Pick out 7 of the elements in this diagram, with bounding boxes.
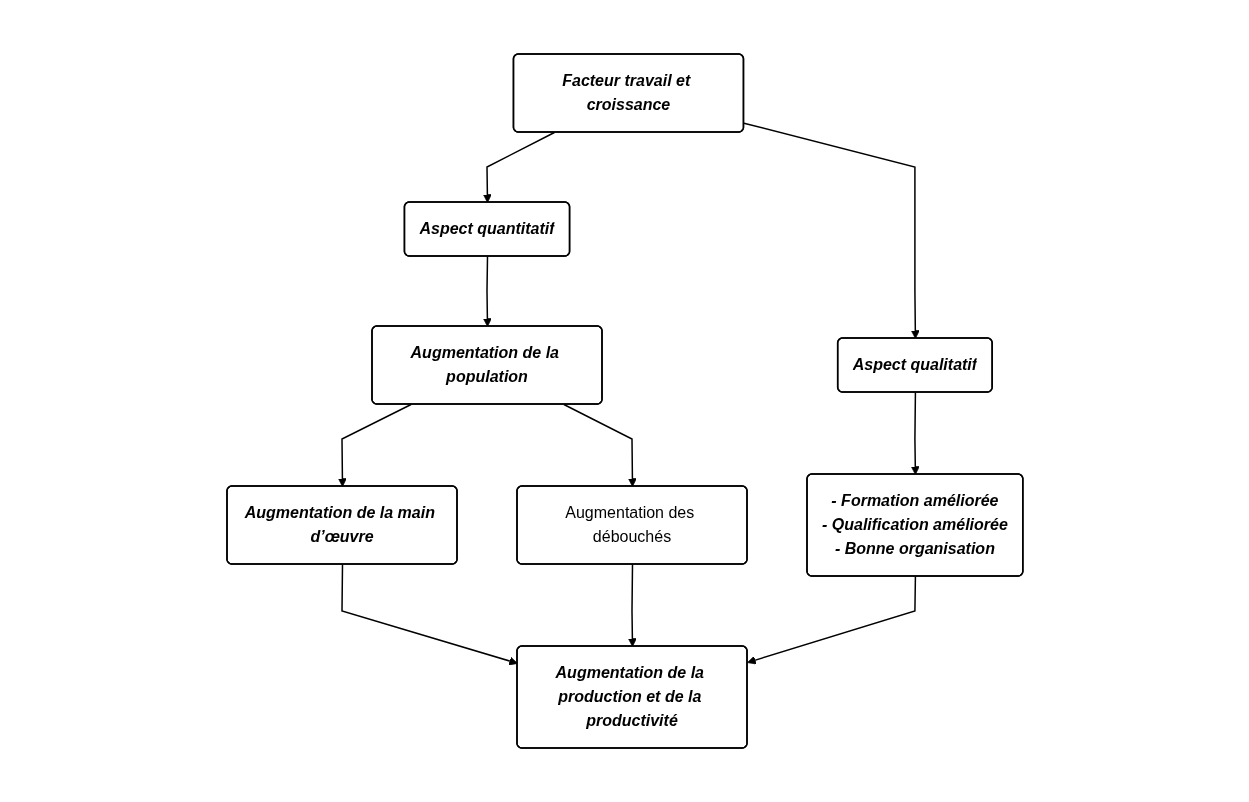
arrow: [627, 563, 637, 647]
arrow: [337, 403, 412, 487]
arrow: [910, 391, 920, 475]
arrow: [482, 131, 555, 203]
arrow: [746, 575, 916, 665]
arrow: [482, 255, 492, 327]
arrow: [562, 403, 637, 487]
